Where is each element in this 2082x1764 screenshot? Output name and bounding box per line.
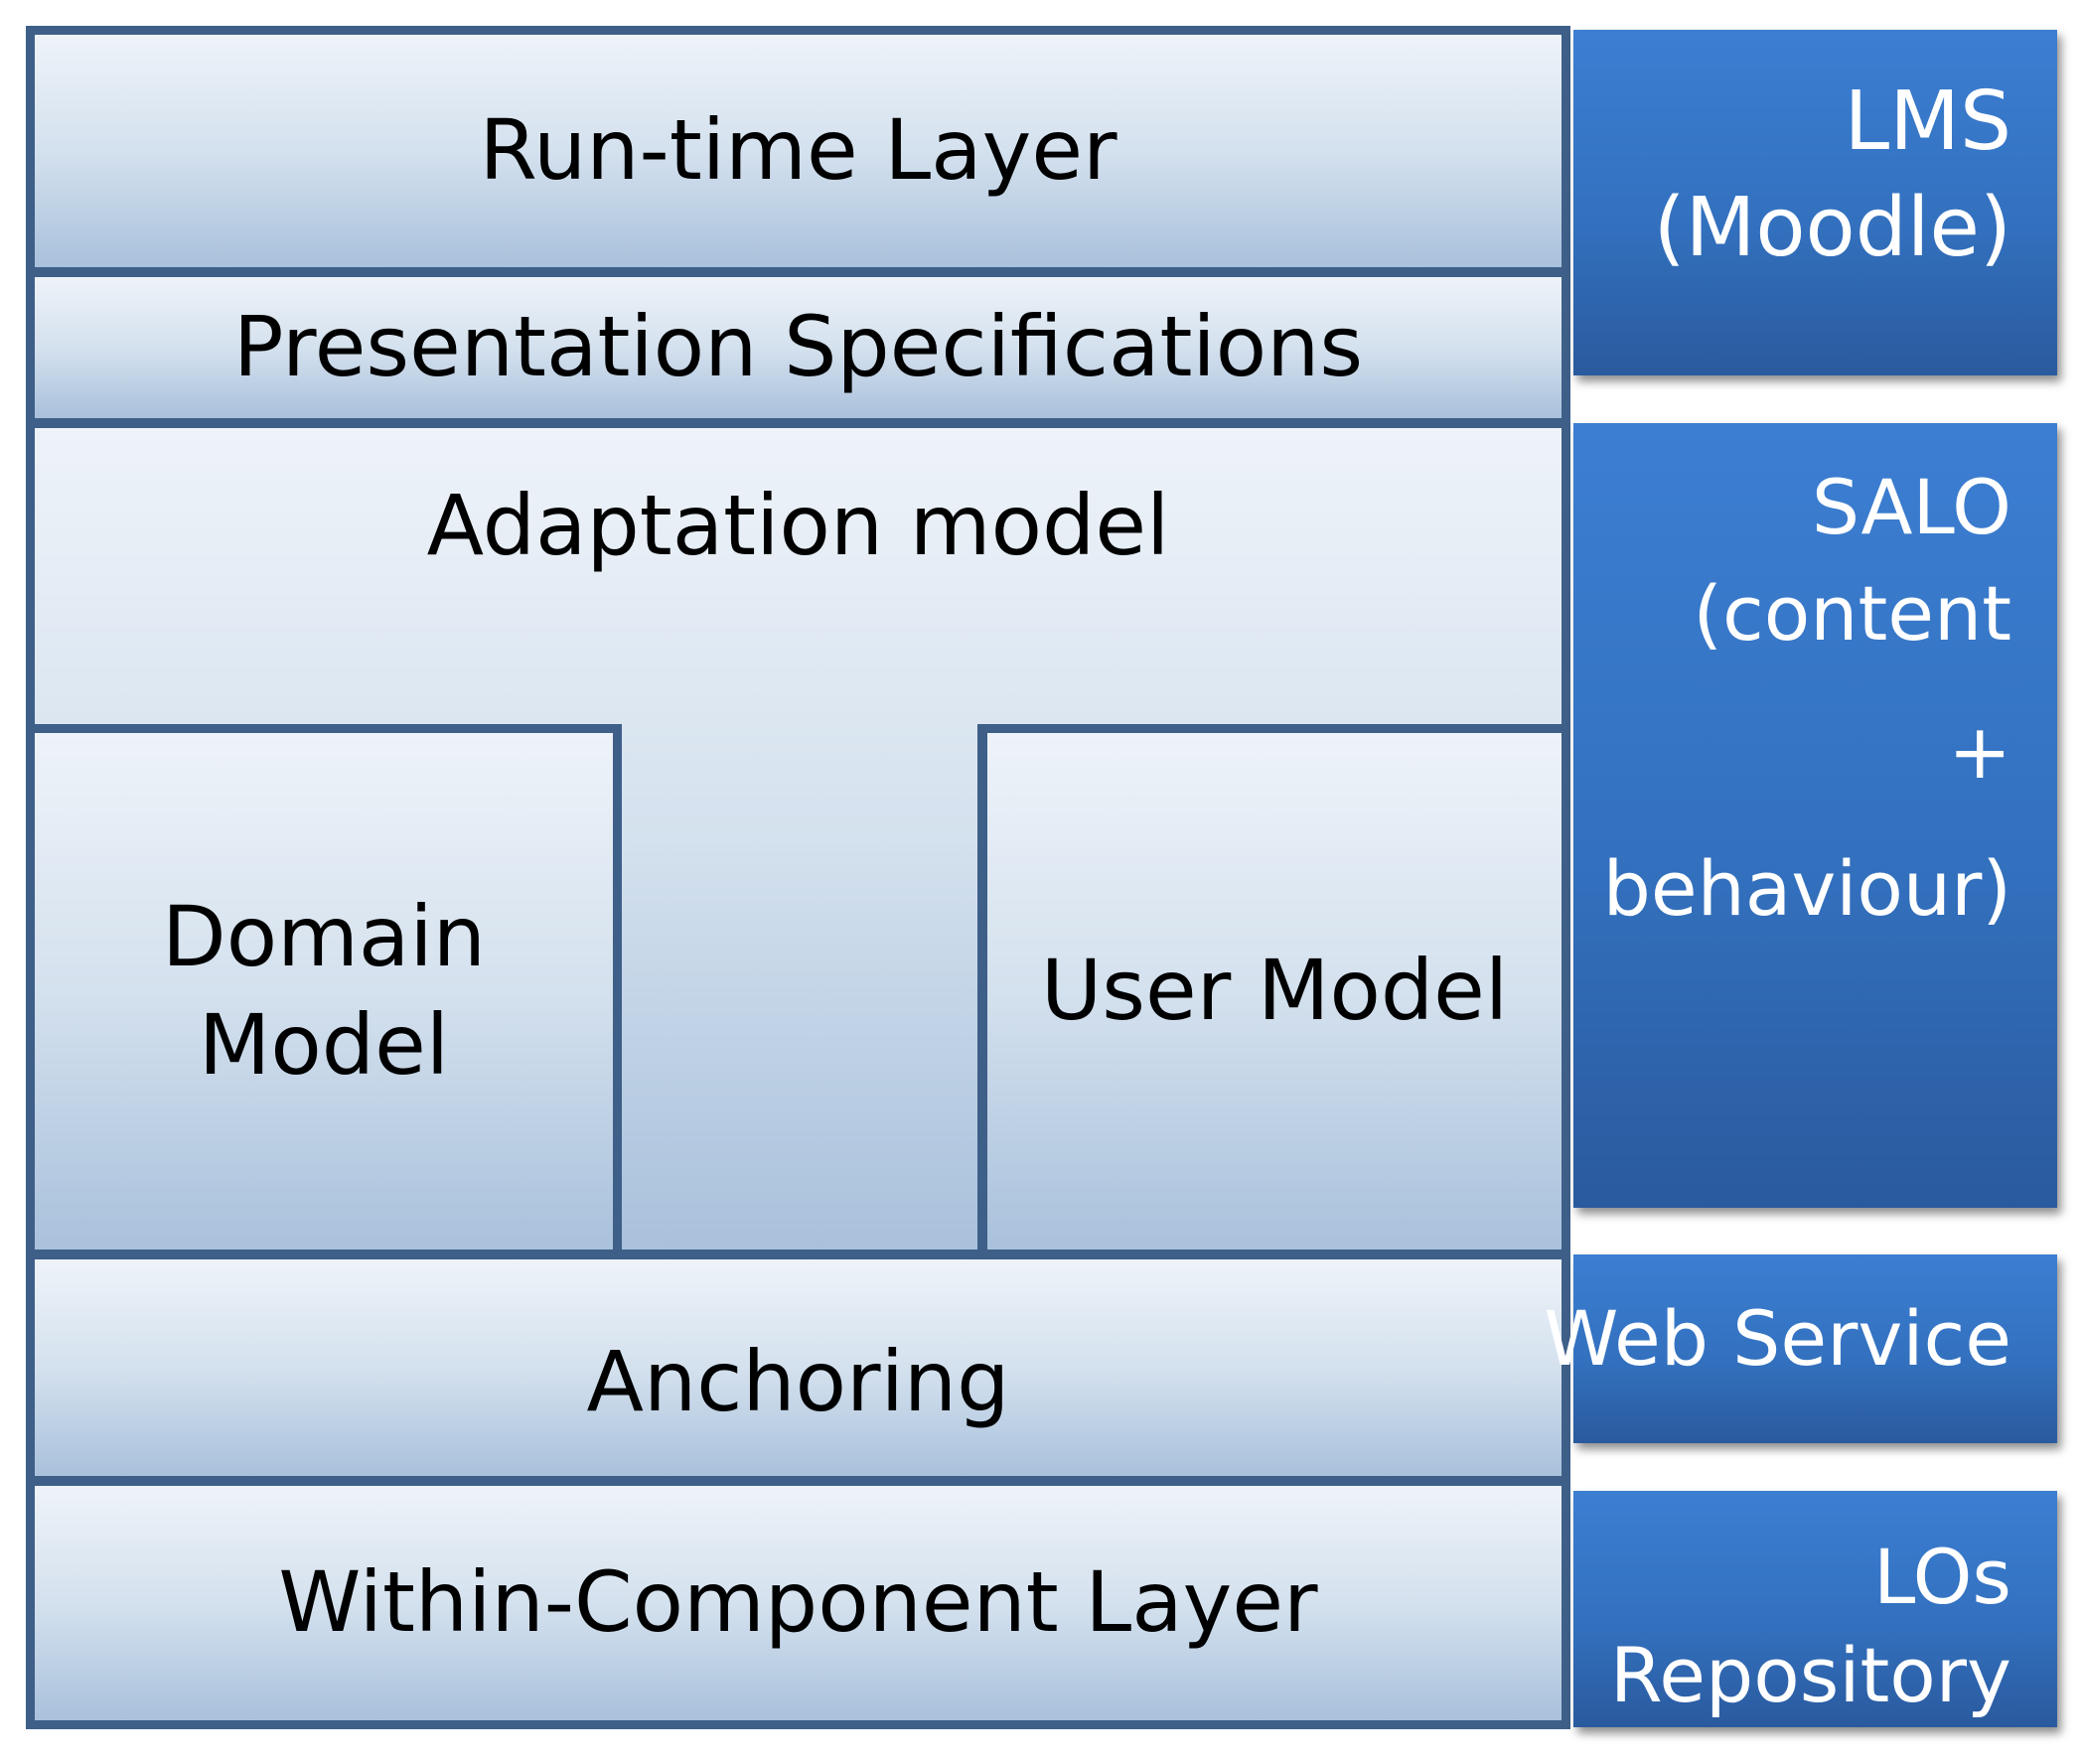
los-label: LOs — [1872, 1533, 2011, 1621]
anchoring-label: Anchoring — [586, 1333, 1010, 1431]
domain-model-label-line1: Domain — [162, 887, 486, 985]
presentation-specifications-box: Presentation Specifications — [26, 268, 1570, 427]
within-component-layer-label: Within-Component Layer — [278, 1553, 1318, 1652]
lms-label: LMS — [1844, 74, 2011, 169]
adaptation-model-label: Adaptation model — [426, 477, 1170, 574]
salo-label: SALO — [1811, 463, 2011, 551]
runtime-layer-label: Run-time Layer — [479, 101, 1117, 200]
salo-behaviour-label: behaviour) — [1602, 844, 2011, 934]
repository-label: Repository — [1609, 1630, 2011, 1719]
anchoring-box: Anchoring — [26, 1250, 1570, 1485]
web-service-label: Web Service — [1544, 1294, 2011, 1383]
lms-moodle-box: LMS (Moodle) — [1573, 30, 2057, 375]
within-component-layer-box: Within-Component Layer — [26, 1477, 1570, 1729]
runtime-layer-box: Run-time Layer — [26, 26, 1570, 276]
user-model-box: User Model — [977, 724, 1570, 1258]
web-service-box: Web Service — [1544, 1254, 2057, 1443]
moodle-label: (Moodle) — [1653, 180, 2011, 275]
domain-model-box: Domain Model — [26, 724, 622, 1258]
user-model-label: User Model — [1040, 942, 1509, 1040]
salo-content-label: (content — [1693, 568, 2011, 658]
presentation-specifications-label: Presentation Specifications — [232, 298, 1364, 396]
salo-plus-label: + — [1948, 706, 2011, 796]
domain-model-label-line2: Model — [198, 996, 450, 1094]
los-repository-box: LOs Repository — [1573, 1491, 2057, 1727]
salo-box: SALO (content + behaviour) — [1573, 423, 2057, 1208]
